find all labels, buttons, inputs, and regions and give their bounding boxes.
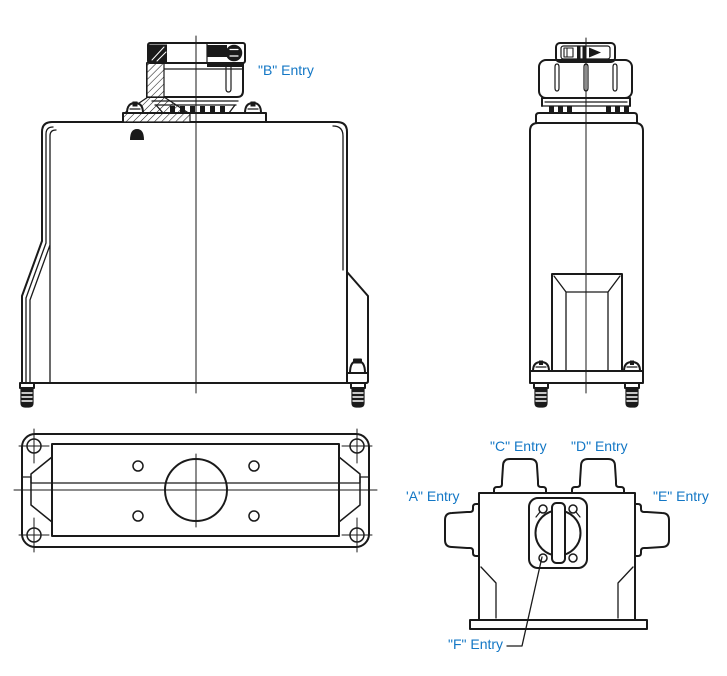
front-left-flange-lines bbox=[25, 126, 57, 384]
front-plate-screw-right bbox=[244, 101, 262, 114]
front-stud-left bbox=[19, 382, 35, 408]
label-c-entry: "C" Entry bbox=[490, 438, 547, 454]
bottom-small-holes bbox=[132, 460, 260, 522]
bottom-corner-mount-holes bbox=[18, 428, 373, 553]
front-screw-section bbox=[130, 129, 144, 140]
front-gland-cap bbox=[147, 42, 246, 64]
front-gland-teeth bbox=[170, 106, 225, 113]
entry-view bbox=[444, 458, 670, 647]
label-b-entry: "B" Entry bbox=[258, 62, 314, 78]
side-view bbox=[529, 37, 644, 408]
front-cable-gland bbox=[146, 42, 246, 114]
side-top-plate bbox=[535, 112, 638, 124]
side-stud-right bbox=[624, 382, 640, 408]
side-cable-gland bbox=[538, 42, 633, 107]
entry-f-connector bbox=[528, 497, 588, 569]
bottom-center-hole bbox=[164, 458, 228, 522]
side-flange-screw-right bbox=[623, 360, 641, 372]
entry-body-chamfers bbox=[480, 566, 634, 619]
f-entry-leader-line bbox=[506, 556, 543, 647]
side-flange-screw-left bbox=[532, 360, 550, 372]
front-stud-right bbox=[350, 382, 366, 408]
front-right-wall-inner bbox=[332, 125, 344, 271]
entry-stub-d bbox=[571, 458, 625, 494]
label-e-entry: "E" Entry bbox=[653, 488, 709, 504]
entry-stub-c bbox=[493, 458, 547, 494]
label-d-entry: "D" Entry bbox=[571, 438, 628, 454]
entry-base-plate bbox=[469, 619, 648, 630]
callout-labels: "B" Entry "C" Entry "D" Entry 'A" Entry … bbox=[258, 62, 709, 652]
front-body-outline bbox=[21, 121, 367, 384]
entry-stub-a bbox=[444, 503, 480, 557]
side-body-outline bbox=[529, 122, 644, 384]
front-plate-screw-left bbox=[126, 101, 144, 114]
side-stud-left bbox=[533, 382, 549, 408]
entry-stub-e bbox=[634, 503, 670, 557]
label-f-entry: "F" Entry bbox=[448, 636, 503, 652]
front-view bbox=[19, 35, 369, 408]
side-inner-bracket bbox=[551, 273, 623, 372]
bottom-view bbox=[13, 428, 378, 553]
label-a-entry: 'A" Entry bbox=[406, 488, 460, 504]
side-gland-teeth bbox=[549, 106, 629, 113]
